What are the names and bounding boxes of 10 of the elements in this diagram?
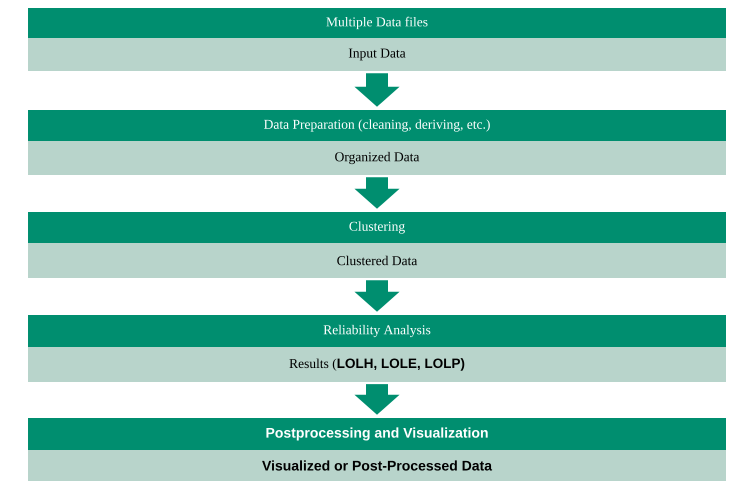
result-band: Organized Data [28,141,726,175]
stage-header-band: Postprocessing and Visualization [28,418,726,450]
stage-header-band: Reliability Analysis [28,314,726,347]
stage-header-band: Multiple Data files [28,8,726,38]
result-band: Results (LOLH, LOLE, LOLP) [28,346,726,382]
stage-header-band: Clustering [28,212,726,243]
result-band: Clustered Data [28,242,726,278]
stage-header-band: Data Preparation (cleaning, deriving, etc.) [28,110,726,141]
result-band: Visualized or Post-Processed Data [28,450,726,481]
result-band: Input Data [28,38,726,71]
